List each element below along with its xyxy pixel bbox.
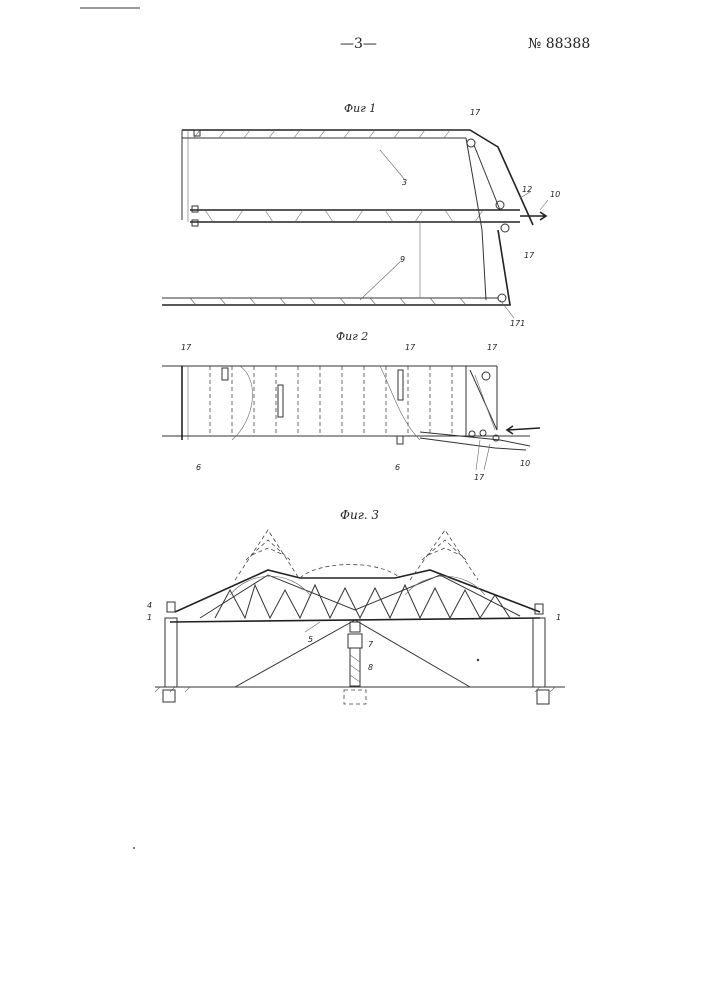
- fig2-label: 6: [395, 463, 400, 472]
- figure-3-caption: Фиг. 3: [340, 508, 379, 522]
- fig1-label: 9: [400, 255, 405, 264]
- pulley: [482, 372, 490, 380]
- figure-2: 17 17 17 6 6 10 17: [162, 343, 540, 482]
- pulley: [480, 430, 486, 436]
- pulley: [498, 294, 506, 302]
- left-wall: [165, 618, 177, 687]
- figure-3: 4 1 5 7 8 1: [147, 530, 565, 704]
- fig2-label: 17: [181, 343, 192, 352]
- fig3-label: 7: [368, 640, 374, 649]
- right-wall: [533, 618, 545, 687]
- fig2-label: 17: [487, 343, 498, 352]
- figure-1: 17 3 12 10 9 17 171: [162, 108, 560, 328]
- arrow-icon: [507, 426, 540, 434]
- figure-1-caption: Фиг 1: [344, 102, 376, 115]
- skylight-left: [235, 530, 300, 580]
- fig3-label: 1: [147, 613, 152, 622]
- pulley: [501, 224, 509, 232]
- fig3-label: 4: [147, 601, 152, 610]
- fig2-label: 6: [196, 463, 201, 472]
- fig3-label: 1: [556, 613, 561, 622]
- fig2-label: 17: [405, 343, 416, 352]
- fig1-label: 3: [402, 178, 407, 187]
- pulley: [467, 139, 475, 147]
- fig1-label: 12: [522, 185, 532, 194]
- mast: [350, 648, 360, 686]
- fig1-bottom-rail: [162, 230, 510, 305]
- fig1-label: 10: [550, 190, 560, 199]
- fig3-label: 5: [308, 635, 313, 644]
- fig3-label: 8: [368, 663, 373, 672]
- pulley: [496, 201, 504, 209]
- fig1-label: 171: [510, 319, 525, 328]
- fig1-label: 17: [470, 108, 481, 117]
- fig1-label: 17: [524, 251, 535, 260]
- figure-2-caption: Фиг 2: [336, 330, 368, 343]
- fig2-label: 17: [474, 473, 485, 482]
- arrow-icon: [520, 212, 546, 220]
- fig2-label: 10: [520, 459, 530, 468]
